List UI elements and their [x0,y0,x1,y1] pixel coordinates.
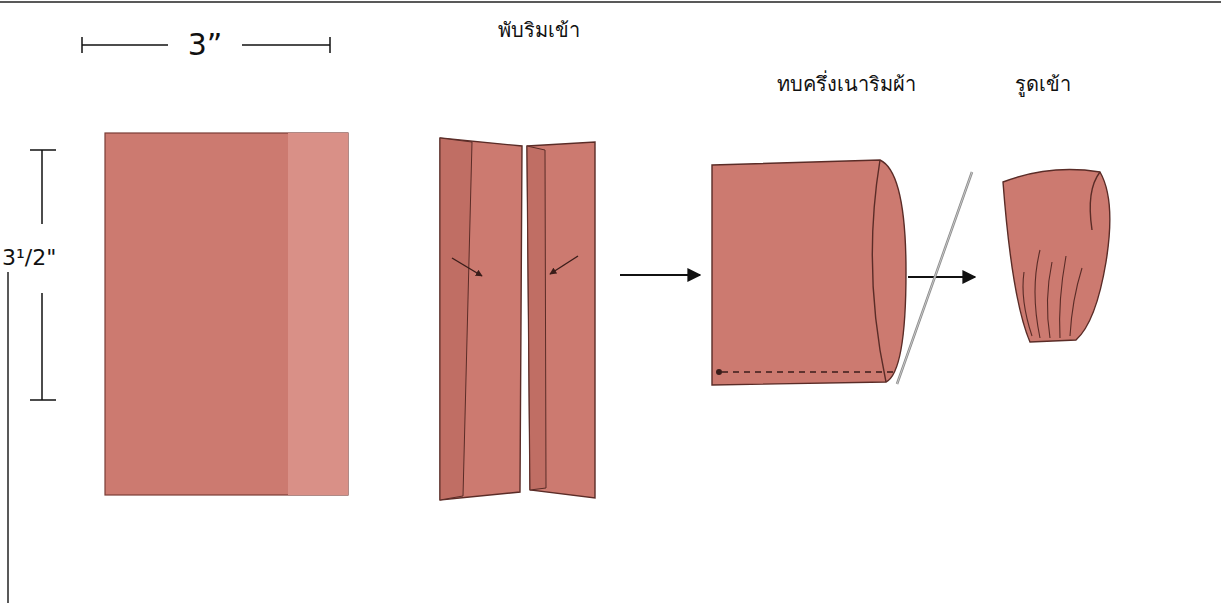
step-label: รูดเข้า [1015,72,1071,96]
frame-line [0,1,1221,3]
folded-tube [712,160,906,385]
step-arrow [908,276,975,278]
dimension-line [30,150,56,400]
fabric-piece [105,133,348,495]
dimension-label: 3” [188,27,223,63]
gathered-petal [1003,170,1110,342]
dimension-label: 3¹/2" [2,245,56,271]
folded-fabric [440,138,595,500]
step-arrow [620,274,700,276]
needle [897,172,972,384]
frame-line [7,272,9,603]
step-label: ทบครึ่งเนาริมผ้า [777,72,916,96]
step-label: พับริมเข้า [498,18,580,42]
